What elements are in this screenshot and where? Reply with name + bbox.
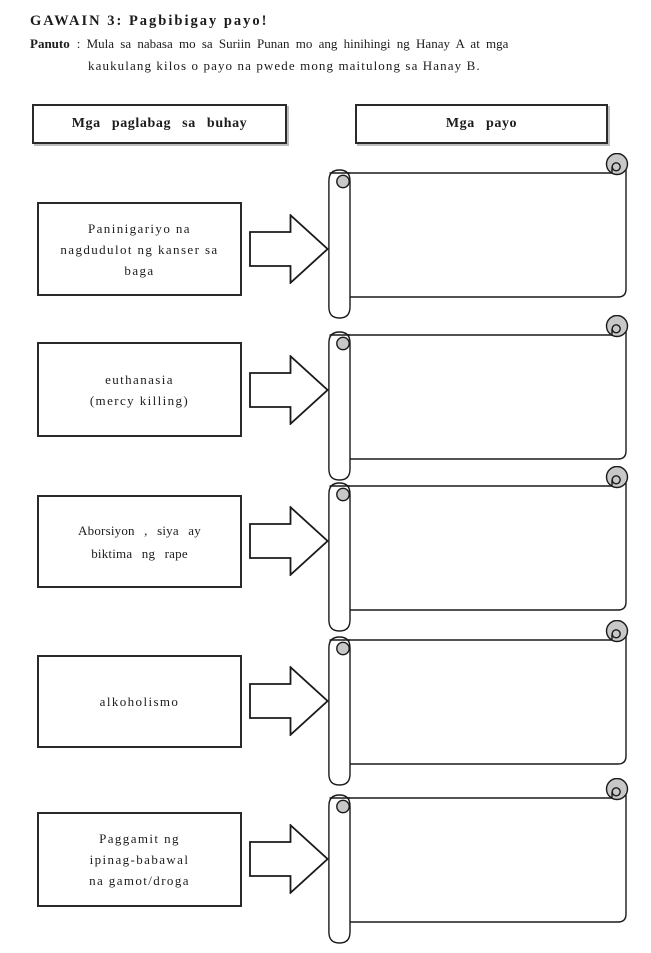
violation-box-3: Aborsiyon , siya ay biktima ng rape: [37, 495, 242, 588]
violation-text-2: euthanasia (mercy killing): [89, 371, 190, 408]
answer-scroll-1[interactable]: [328, 153, 634, 319]
column-header-advice: Mga payo: [355, 104, 608, 144]
violation-text-3: Aborsiyon , siya ay biktima ng rape: [78, 522, 201, 561]
right-arrow-icon-5: [249, 824, 329, 894]
column-header-advice-label: Mga payo: [445, 116, 518, 131]
right-arrow-icon-1: [249, 214, 329, 284]
activity-title: GAWAIN 3: Pagbibigay payo!: [30, 13, 269, 29]
instructions-label: Panuto: [30, 36, 70, 51]
column-header-violations: Mga paglabag sa buhay: [32, 104, 287, 144]
answer-scroll-4[interactable]: [328, 620, 634, 786]
right-arrow-icon-3: [249, 506, 329, 576]
instructions-body: : Mula sa nabasa mo sa Suriin Punan mo a…: [76, 36, 509, 51]
violation-box-2: euthanasia (mercy killing): [37, 342, 242, 437]
violation-text-5: Paggamit ng ipinag-babawal na gamot/drog…: [89, 831, 190, 888]
answer-scroll-3[interactable]: [328, 466, 634, 632]
answer-scroll-2[interactable]: [328, 315, 634, 481]
column-header-violations-label: Mga paglabag sa buhay: [71, 116, 248, 131]
instructions-line1: Panuto : Mula sa nabasa mo sa Suriin Puna…: [30, 36, 508, 52]
answer-scroll-5[interactable]: [328, 778, 634, 944]
violation-text-1: Paninigariyo na nagdudulot ng kanser sa …: [60, 220, 219, 278]
violation-box-5: Paggamit ng ipinag-babawal na gamot/drog…: [37, 812, 242, 907]
violation-box-4: alkoholismo: [37, 655, 242, 748]
right-arrow-icon-4: [249, 666, 329, 736]
instructions-line2: kaukulang kilos o payo na pwede mong mai…: [88, 58, 481, 73]
right-arrow-icon-2: [249, 355, 329, 425]
violation-text-4: alkoholismo: [99, 694, 180, 709]
violation-box-1: Paninigariyo na nagdudulot ng kanser sa …: [37, 202, 242, 296]
